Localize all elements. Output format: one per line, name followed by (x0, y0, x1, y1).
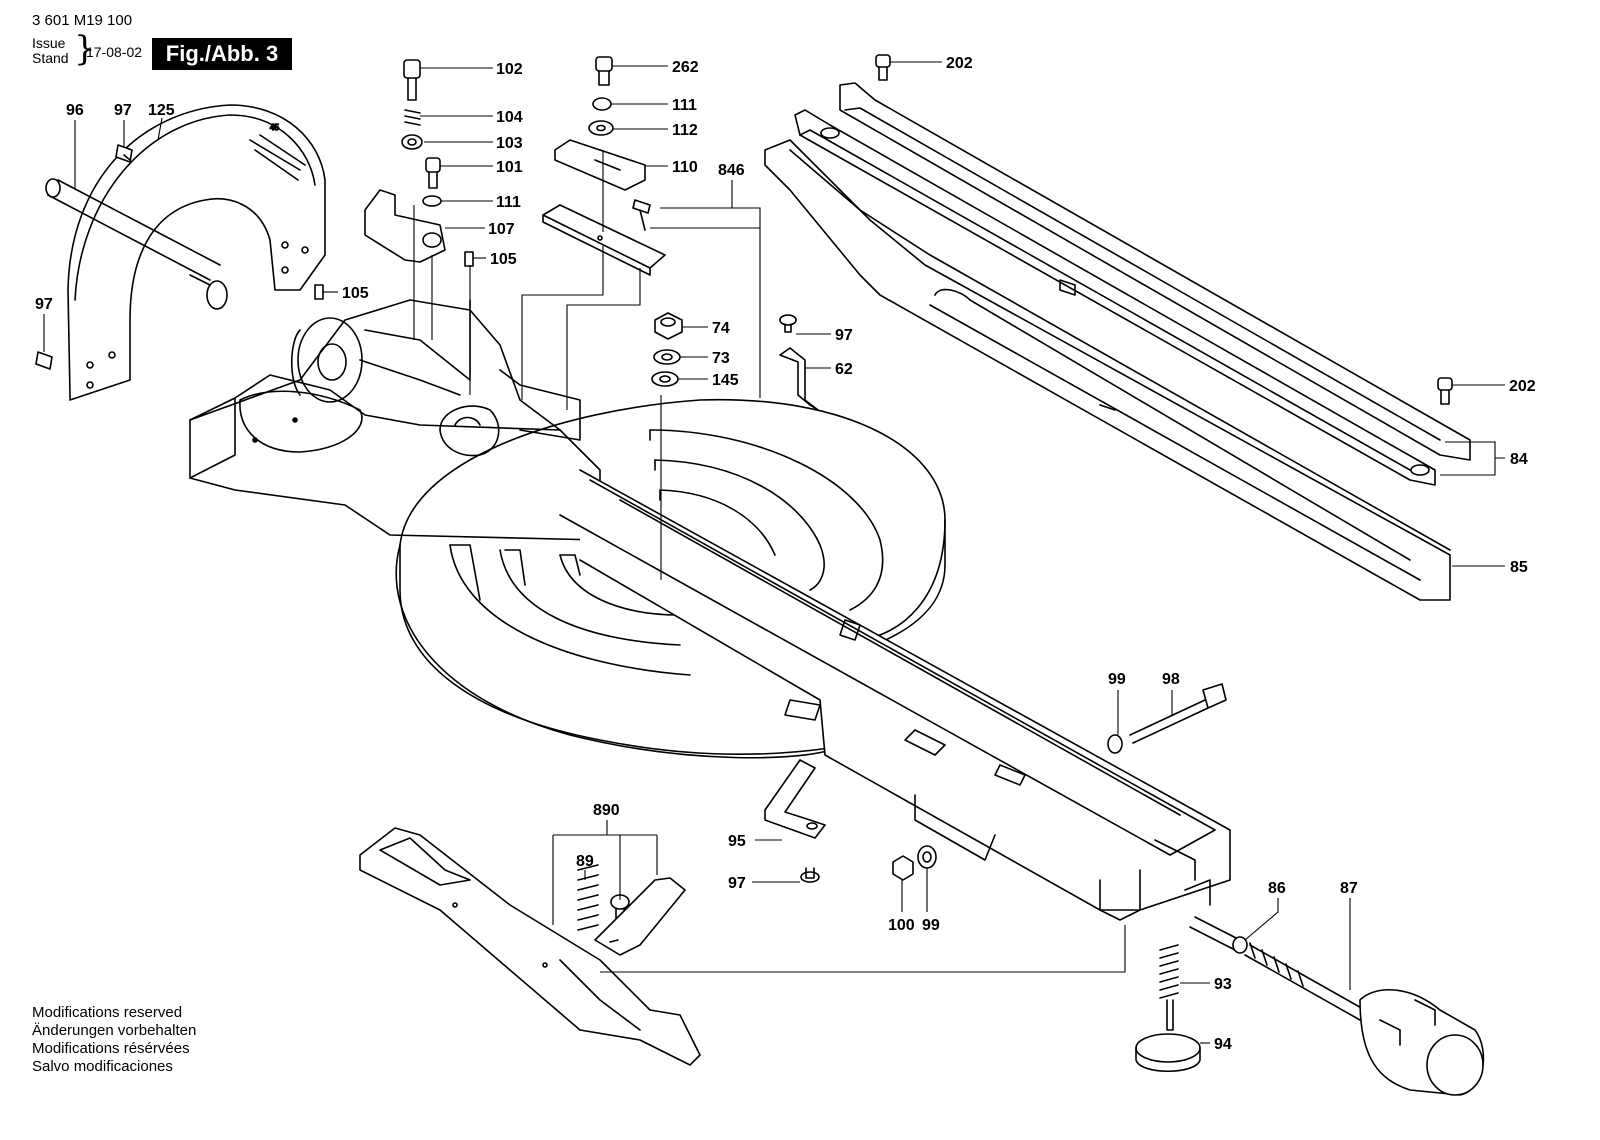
bracket-95 (764, 759, 826, 839)
callout-125: 125 (148, 102, 175, 119)
callout-73: 73 (712, 350, 730, 367)
callout-202: 202 (946, 55, 973, 72)
callout-111: 111 (496, 194, 521, 211)
issue-stand-labels: Issue Stand (32, 36, 69, 66)
stand-label: Stand (32, 50, 69, 66)
figure-label: Fig./Abb. 3 (152, 38, 292, 70)
washer-73 (653, 349, 681, 365)
plate-846 (542, 204, 666, 276)
callout-94: 94 (1214, 1036, 1232, 1053)
screw-846 (632, 199, 651, 231)
footer-line-en: Modifications reserved (32, 1004, 183, 1021)
callout-86: 86 (1268, 880, 1286, 897)
callout-87: 87 (1340, 880, 1358, 897)
callout-99: 99 (1108, 671, 1126, 688)
base-housing (189, 299, 601, 541)
bolt-98 (1129, 683, 1227, 744)
callout-112: 112 (672, 122, 698, 139)
footer-line-fr: Modifications résérvées (32, 1040, 190, 1057)
callout-105: 105 (342, 285, 369, 302)
turntable (395, 398, 946, 759)
lever-890 (359, 827, 701, 1066)
callout-202: 202 (1509, 378, 1536, 395)
spring-104 (404, 109, 421, 126)
callout-890: 890 (593, 802, 620, 819)
leader-lines (43, 61, 1505, 1044)
callout-98: 98 (1162, 671, 1180, 688)
callout-97: 97 (35, 296, 53, 313)
screw-97-mid (779, 314, 797, 333)
callout-93: 93 (1214, 976, 1232, 993)
callout-262: 262 (672, 59, 699, 76)
brace-icon: } (74, 29, 96, 69)
svg-text:45: 45 (270, 123, 279, 132)
latch-890 (594, 877, 686, 956)
knob-94 (1135, 1033, 1201, 1073)
setscrew-105-a (464, 251, 474, 267)
callout-97: 97 (114, 102, 132, 119)
washer-145 (651, 371, 679, 387)
callout-101: 101 (496, 159, 523, 176)
screw-97-left (35, 351, 53, 370)
bolt-202-top (875, 54, 891, 81)
extension-rail (559, 469, 1231, 921)
callout-89: 89 (576, 853, 594, 870)
nut-100 (892, 855, 914, 881)
knob-87 (1244, 942, 1485, 1096)
washer-99-low (917, 845, 937, 869)
callout-96: 96 (66, 102, 84, 119)
callout-145: 145 (712, 372, 739, 389)
issue-date: 17-08-02 (86, 44, 143, 60)
footer-line-es: Salvo modificaciones (32, 1058, 173, 1075)
callout-99: 99 (922, 917, 940, 934)
callout-97: 97 (728, 875, 746, 892)
callout-74: 74 (712, 320, 730, 337)
clip-110 (554, 139, 646, 191)
washer-103 (401, 134, 423, 150)
screw-97-low (800, 867, 820, 883)
callout-105: 105 (490, 251, 517, 268)
nut-74 (654, 312, 683, 340)
shaft-96 (45, 178, 228, 310)
callout-100: 100 (888, 917, 915, 934)
bracket-62 (779, 347, 819, 411)
callout-107: 107 (488, 221, 515, 238)
callout-102: 102 (496, 61, 523, 78)
callout-84: 84 (1510, 451, 1528, 468)
footer-line-de: Änderungen vorbehalten (32, 1022, 197, 1039)
callout-103: 103 (496, 135, 523, 152)
callout-846: 846 (718, 162, 745, 179)
modifications-note: Modifications reserved Änderungen vorbeh… (32, 1004, 196, 1076)
washer-112 (588, 120, 614, 136)
washer-99-right (1107, 734, 1123, 754)
pin-86 (1189, 916, 1248, 954)
callout-110: 110 (672, 159, 698, 176)
callout-62: 62 (835, 361, 853, 378)
fence-rails (764, 82, 1471, 601)
callout-labels: 102 104 103 101 111 107 105 105 262 111 … (35, 55, 1536, 1053)
bolt-262 (595, 56, 613, 86)
setscrew-105-b (314, 284, 324, 300)
spring-93 (1159, 944, 1179, 1031)
bolt-101 (425, 157, 441, 189)
bolt-102 (403, 59, 421, 101)
screw-97-top (115, 144, 133, 163)
washer-111-left (422, 195, 442, 207)
spring-89 (577, 864, 599, 931)
callout-85: 85 (1510, 559, 1528, 576)
bolt-202-right (1437, 377, 1453, 405)
callout-95: 95 (728, 833, 746, 850)
callout-104: 104 (496, 109, 523, 126)
document-number: 3 601 M19 100 (32, 12, 133, 29)
washer-111-mid (592, 97, 612, 111)
issue-label: Issue (32, 35, 66, 51)
callout-97: 97 (835, 327, 853, 344)
callout-111: 111 (672, 97, 697, 114)
bracket-107 (364, 189, 446, 263)
